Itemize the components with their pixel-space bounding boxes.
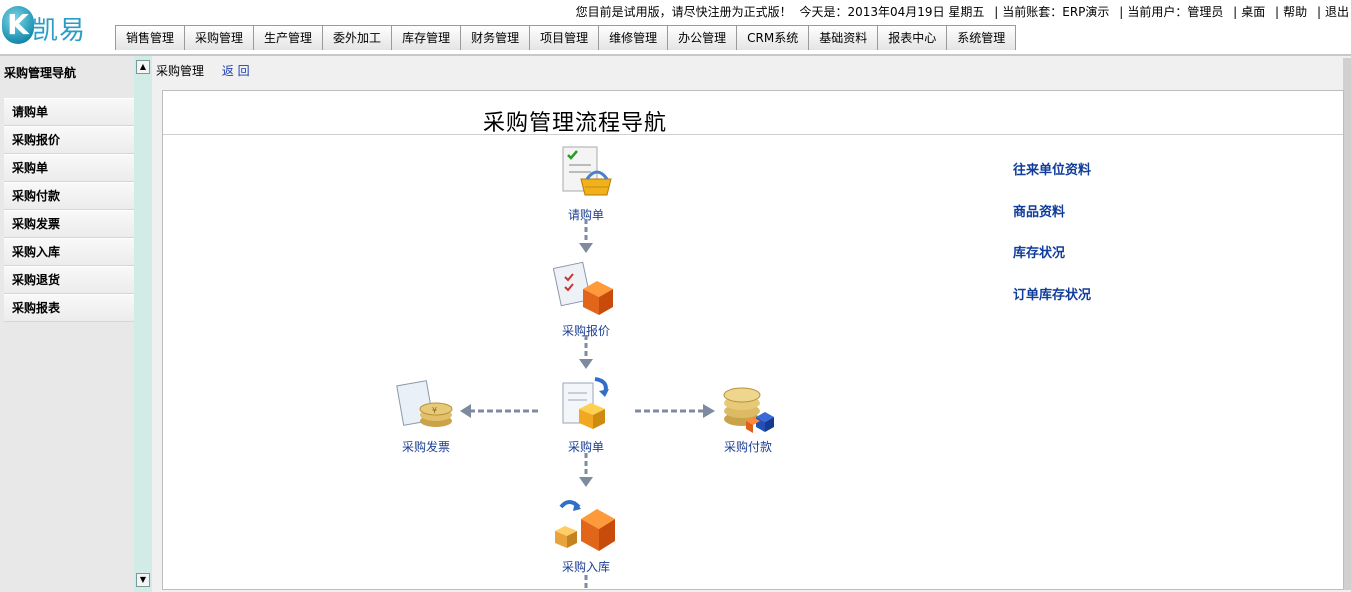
tab-purchase[interactable]: 采购管理 [184,25,255,50]
flow-arrow-down-icon [579,335,593,369]
flow-arrow-down-icon [579,453,593,487]
link-product-data[interactable]: 商品资料 [1013,205,1066,220]
tab-basic-data[interactable]: 基础资料 [808,25,879,50]
sidebar-item-invoice[interactable]: 采购发票 [4,210,134,238]
flow-panel: 采购管理流程导航 请购单 [162,90,1344,590]
node-quotation[interactable]: 采购报价 [541,261,631,339]
sidebar-item-report[interactable]: 采购报表 [4,294,134,322]
main-nav: 销售管理 采购管理 生产管理 委外加工 库存管理 财务管理 项目管理 维修管理 … [115,25,1017,51]
node-requisition[interactable]: 请购单 [541,145,631,223]
node-label: 采购单 [567,440,604,454]
tab-finance[interactable]: 财务管理 [460,25,531,50]
flow-arrow-down-icon [584,575,588,589]
app-logo: K 凯易通 [2,4,110,83]
tab-office[interactable]: 办公管理 [667,25,738,50]
title-divider [163,134,1343,135]
node-invoice[interactable]: ¥ 采购发票 [381,377,471,455]
tab-outsourcing[interactable]: 委外加工 [322,25,393,50]
sidebar-item-return[interactable]: 采购退货 [4,266,134,294]
back-link[interactable]: 返 回 [221,64,250,78]
vertical-scrollbar[interactable] [1343,58,1351,590]
sidebar-item-quotation[interactable]: 采购报价 [4,126,134,154]
link-partner-data[interactable]: 往来单位资料 [1013,163,1092,178]
tab-reports[interactable]: 报表中心 [877,25,948,50]
tab-system[interactable]: 系统管理 [946,25,1017,50]
flow-arrow-left-icon [460,404,541,418]
sidebar-menu: 请购单 采购报价 采购单 采购付款 采购发票 采购入库 采购退货 采购报表 [4,98,134,322]
sidebar-item-order[interactable]: 采购单 [4,154,134,182]
sidebar-title: 采购管理导航 [4,66,77,80]
current-account: 当前账套：ERP演示 [1002,5,1110,19]
node-label: 采购报价 [561,324,610,338]
sidebar-item-requisition[interactable]: 请购单 [4,98,134,126]
main-content: 采购管理 返 回 采购管理流程导航 请购单 [152,56,1351,592]
link-stock-status[interactable]: 库存状况 [1013,246,1066,261]
flow-arrow-down-icon [579,219,593,253]
trial-notice: 您目前是试用版，请尽快注册为正式版！ [575,5,792,19]
current-date: 今天是：2013年04月19日 星期五 [799,5,985,19]
desktop-link[interactable]: 桌面 [1241,5,1266,19]
tab-production[interactable]: 生产管理 [253,25,324,50]
tab-project[interactable]: 项目管理 [529,25,600,50]
logout-link[interactable]: 退出 [1324,5,1349,19]
node-label: 采购入库 [561,560,610,574]
link-order-stock-status[interactable]: 订单库存状况 [1013,288,1092,303]
node-payment[interactable]: 采购付款 [703,377,793,455]
warehousing-icon [555,500,615,551]
sidebar: 采购管理导航 请购单 采购报价 采购单 采购付款 采购发票 采购入库 采购退货 … [0,56,134,592]
sidebar-item-payment[interactable]: 采购付款 [4,182,134,210]
sidebar-item-warehousing[interactable]: 采购入库 [4,238,134,266]
help-link[interactable]: 帮助 [1283,5,1308,19]
tab-inventory[interactable]: 库存管理 [391,25,462,50]
scroll-down-icon[interactable]: ▼ [136,573,150,587]
node-warehousing[interactable]: 采购入库 [541,495,631,575]
svg-text:¥: ¥ [432,406,437,415]
purchase-order-icon [562,377,609,429]
sidebar-splitter[interactable]: ▲ ▼ [134,56,152,592]
top-status-bar: 您目前是试用版，请尽快注册为正式版！ 今天是：2013年04月19日 星期五 |… [575,5,1349,19]
requisition-icon [562,146,612,196]
quotation-icon [553,261,613,315]
node-label: 请购单 [567,208,604,222]
header-divider [0,54,1351,56]
node-order[interactable]: 采购单 [541,377,631,455]
payment-icon [723,387,774,433]
flow-title: 采购管理流程导航 [483,111,668,136]
tab-sales[interactable]: 销售管理 [115,25,186,50]
header: K 凯易通 您目前是试用版，请尽快注册为正式版！ 今天是：2013年04月19日… [0,0,1351,83]
current-user: 当前用户：管理员 [1127,5,1224,19]
tab-crm[interactable]: CRM系统 [736,25,810,50]
breadcrumb-current: 采购管理 [156,64,205,78]
tab-repair[interactable]: 维修管理 [598,25,669,50]
node-label: 采购发票 [401,440,450,454]
invoice-icon: ¥ [396,380,453,427]
logo-letter: K [2,6,34,44]
breadcrumb: 采购管理 返 回 [156,62,250,79]
flow-arrow-right-icon [635,404,715,418]
node-label: 采购付款 [723,440,772,454]
scroll-up-icon[interactable]: ▲ [136,60,150,74]
